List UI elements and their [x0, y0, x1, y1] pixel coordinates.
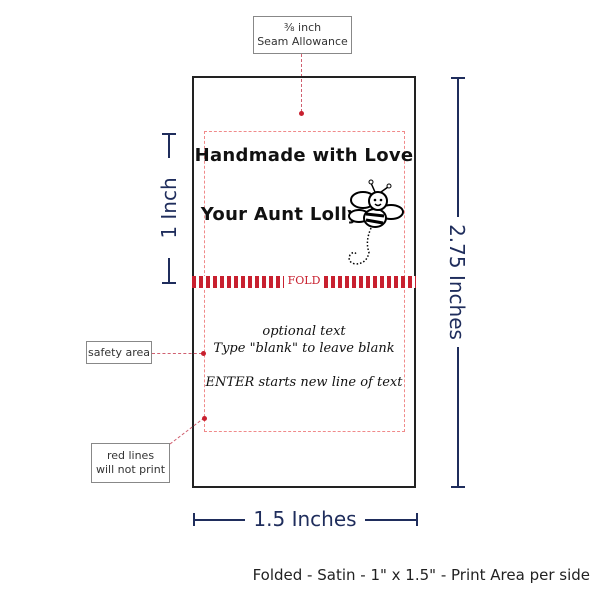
fold-line: FOLD	[192, 274, 416, 288]
label-line1: Handmade with Love	[194, 145, 414, 166]
label-line2: Your Aunt Lolly	[200, 204, 360, 225]
red-lines-leader	[169, 417, 205, 445]
bottom-line-1: optional text	[262, 324, 346, 339]
bottom-line-2: Type "blank" to leave blank	[213, 341, 395, 356]
dim-width-cap-right	[416, 513, 418, 526]
seam-allowance-line2: Seam Allowance	[257, 35, 348, 48]
bottom-line-3: ENTER starts new line of text	[205, 375, 403, 390]
seam-allowance-line1: ⅜ inch	[283, 21, 322, 34]
safety-leader-line	[152, 353, 202, 354]
dim-1inch-cap-bottom	[162, 282, 176, 284]
red-lines-dot	[202, 416, 207, 421]
seam-dot	[299, 111, 304, 116]
safety-dot	[201, 351, 206, 356]
red-lines-line1: red lines	[106, 449, 155, 462]
dim-total-cap-top	[451, 77, 465, 79]
safety-area-label: safety area	[88, 345, 150, 359]
dim-width-cap-left	[193, 513, 195, 526]
red-lines-callout: red lines will not print	[91, 443, 170, 483]
safety-area-callout: safety area	[86, 341, 152, 364]
dim-1inch-label: 1 Inch	[157, 158, 181, 258]
dim-1inch-cap-top	[162, 133, 176, 135]
dim-total-label: 2.75 Inches	[445, 217, 469, 347]
fold-label: FOLD	[287, 274, 321, 287]
dim-total-cap-bottom	[451, 486, 465, 488]
red-lines-line2: will not print	[95, 463, 166, 476]
seam-leader-line	[301, 54, 302, 112]
dim-width-label: 1.5 Inches	[245, 506, 365, 532]
bee-icon	[348, 179, 404, 265]
footer-caption: Folded - Satin - 1" x 1.5" - Print Area …	[252, 566, 590, 584]
seam-allowance-callout: ⅜ inch Seam Allowance	[253, 16, 352, 54]
